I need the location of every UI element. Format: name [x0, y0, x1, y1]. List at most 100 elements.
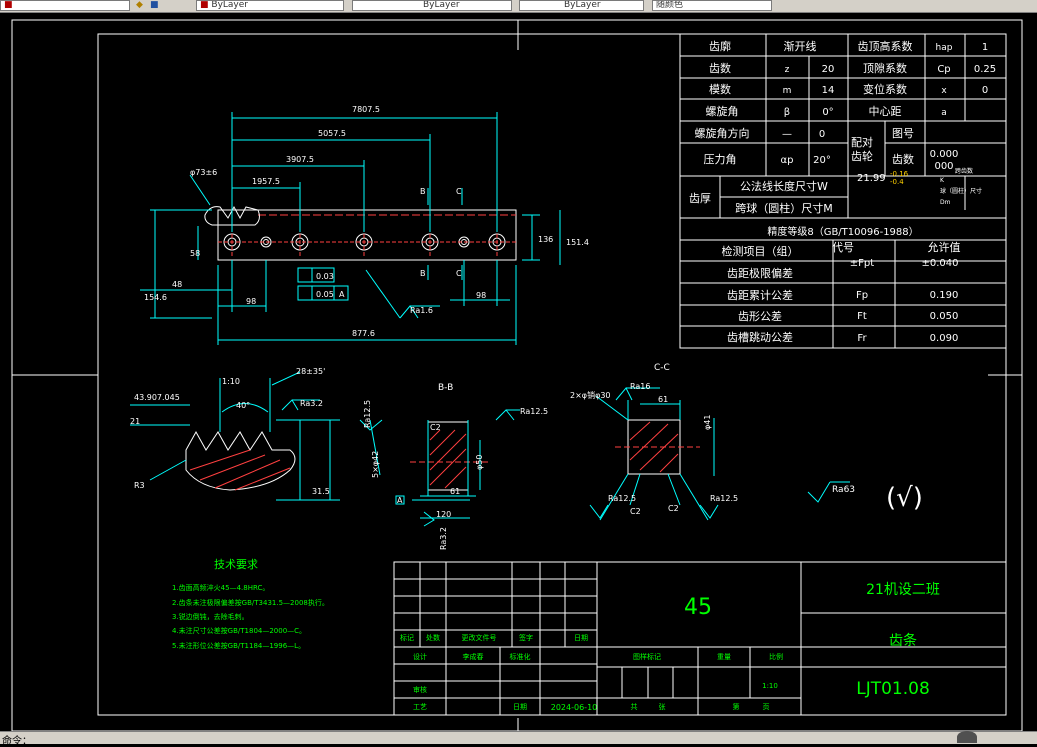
gt-mating-value: 0.000	[930, 149, 959, 160]
drawing-svg: 齿廓 渐开线 齿顶高系数 hap 1 齿数 z 20 顶隙系数 Cp 0.25 …	[11, 19, 1023, 732]
section-c-bottom: C	[456, 269, 462, 278]
cc-c2b: C2	[668, 504, 679, 513]
command-prompt: 命令：	[2, 736, 32, 747]
tb-process: 工艺	[413, 703, 427, 711]
layer-properties-icon[interactable]: ■	[150, 0, 159, 10]
tb-school: 21机设二班	[866, 582, 940, 598]
gt-r3-c2: 0°	[822, 107, 833, 118]
lineweight-dropdown[interactable]: ByLayer	[519, 0, 644, 11]
ra32-detail: Ra3.2	[300, 399, 323, 408]
plotstyle-dropdown[interactable]: 随颜色	[652, 0, 772, 11]
bb-ra125b: Ra12.5	[363, 400, 372, 428]
lineweight-dropdown-value: ByLayer	[564, 0, 601, 10]
inspect-r2-item: 齿形公差	[738, 309, 782, 323]
inspect-header-item: 检测项目（组）	[722, 244, 799, 258]
tb-label-mark: 标记	[400, 633, 414, 642]
inspect-r2-value: 0.050	[930, 311, 959, 322]
gt-r5-c0: 压力角	[704, 153, 737, 166]
ra16-label: Ra1.6	[410, 306, 433, 315]
tb-label-date: 日期	[574, 634, 588, 642]
dim-7807: 7807.5	[352, 105, 380, 114]
cc-d61: 61	[658, 395, 668, 404]
gt-r2-c1: m	[783, 86, 792, 96]
layer-tools-icon[interactable]: ◆	[136, 0, 143, 10]
dim-58: 58	[190, 249, 200, 258]
gt-r4-c0: 螺旋角方向	[695, 126, 750, 140]
gt-common-normal: 公法线长度尺寸W	[740, 179, 828, 193]
layer-dropdown[interactable]: ■ ByLayer	[196, 0, 344, 11]
command-bar[interactable]: 命令：	[0, 731, 1037, 747]
cc-ra125a: Ra12.5	[608, 494, 636, 503]
bb-phi50: φ50	[475, 455, 484, 470]
dim-43907: 43.907.045	[134, 393, 180, 402]
plotstyle-dropdown-value: 随颜色	[656, 0, 684, 10]
gt-r4-c1: —	[782, 129, 792, 140]
cc-note: 2×φ销φ30	[570, 390, 611, 400]
tb-sheet: 张	[659, 702, 666, 711]
gt-r0-c3: 齿顶高系数	[858, 39, 913, 53]
gt-r4-c2: 0	[819, 129, 825, 140]
tb-label-sign: 签字	[519, 633, 533, 642]
gt-r2-c3: 变位系数	[863, 82, 907, 96]
gt-r0-c4: hap	[936, 43, 953, 53]
roughness-other-symbol: (√)	[886, 483, 923, 513]
drawing-canvas[interactable]: 齿廓 渐开线 齿顶高系数 hap 1 齿数 z 20 顶隙系数 Cp 0.25 …	[0, 13, 1037, 732]
inspect-r3-code: Fr	[857, 333, 867, 344]
tb-part-name: 齿条	[889, 632, 917, 649]
bb-d61: 61	[450, 487, 460, 496]
gt-r3-c4: a	[941, 108, 947, 118]
gt-r0-c0: 齿廓	[709, 39, 731, 53]
tb-design: 设计	[413, 652, 427, 661]
gt-ball-note: 球（圆柱）尺寸	[940, 187, 982, 195]
gt-r1-c2: 20	[822, 64, 835, 75]
tb-stage-mark: 图样标记	[633, 652, 661, 661]
dim-3907: 3907.5	[286, 155, 314, 164]
gt-tooth-thickness: 齿厚	[689, 192, 711, 205]
tb-page: 第	[733, 702, 740, 711]
gt-accuracy: 精度等级8（GB/T10096-1988）	[767, 225, 918, 238]
tb-label-count: 处数	[426, 633, 440, 642]
bb-holes: 5×φ42	[371, 451, 380, 478]
bb-c2: C2	[430, 423, 441, 432]
title-block: 标记 处数 更改文件号 签字 日期 设计 李成春 标准化 图样标记 重量 比例 …	[393, 561, 1007, 716]
bb-ra32: Ra3.2	[439, 527, 448, 550]
dim-154: 154.6	[144, 293, 167, 302]
inspect-r0-value: ±0.040	[921, 258, 958, 269]
dim-98a: 98	[246, 297, 256, 306]
tb-scale: 比例	[769, 652, 783, 661]
layer-color-icon: ■	[200, 0, 209, 10]
gt-r5-c3: 齿数	[892, 153, 914, 166]
rack-main-view: 7807.5 5057.5 3907.5 1957.5 φ73±6 58 48 …	[140, 105, 589, 345]
gt-mating-gear-2: 齿轮	[851, 149, 873, 163]
tb-page2: 页	[763, 703, 770, 711]
dim-151: 151.4	[566, 238, 589, 247]
tb-label-change: 更改文件号	[462, 633, 497, 642]
tb-date-label: 日期	[513, 703, 527, 711]
inspect-header-code: 代号	[832, 241, 854, 254]
cc-c2a: C2	[630, 507, 641, 516]
linetype-dropdown[interactable]: ByLayer	[352, 0, 512, 11]
gt-span-note: 跨齿数	[955, 167, 973, 175]
tol-003: 0.03	[316, 272, 334, 281]
tb-drawing-no: LJT01.08	[856, 679, 930, 699]
datum-a-label: A	[339, 290, 345, 299]
bb-ra125a: Ra12.5	[520, 407, 548, 416]
inspect-r1-item: 齿距累计公差	[727, 288, 793, 302]
scroll-handle-icon[interactable]	[957, 731, 977, 743]
gt-r5-c1: αp	[781, 155, 794, 166]
tb-weight: 重量	[717, 653, 731, 661]
linetype-dropdown-value: ByLayer	[423, 0, 460, 10]
tech-requirements: 技术要求 1.齿面高频淬火45—4.8HRC。 2.齿条未注极限偏差按GB/T3…	[172, 558, 329, 650]
color-dropdown[interactable]: ■	[0, 0, 130, 11]
cc-ra16: Ra16	[630, 382, 650, 391]
cursor-crosshair	[12, 20, 1022, 731]
gear-parameter-table: 齿廓 渐开线 齿顶高系数 hap 1 齿数 z 20 顶隙系数 Cp 0.25 …	[679, 33, 1007, 349]
dim-5057: 5057.5	[318, 129, 346, 138]
dim-48: 48	[172, 280, 182, 289]
general-roughness: Ra63 (√)	[807, 481, 923, 513]
dim-110: 1:10	[222, 377, 240, 386]
section-cc-title: C-C	[654, 363, 670, 373]
tech-req-title: 技术要求	[214, 558, 258, 571]
gt-w-tol-upper: -0.16	[890, 170, 909, 178]
tb-review: 审核	[413, 685, 427, 694]
